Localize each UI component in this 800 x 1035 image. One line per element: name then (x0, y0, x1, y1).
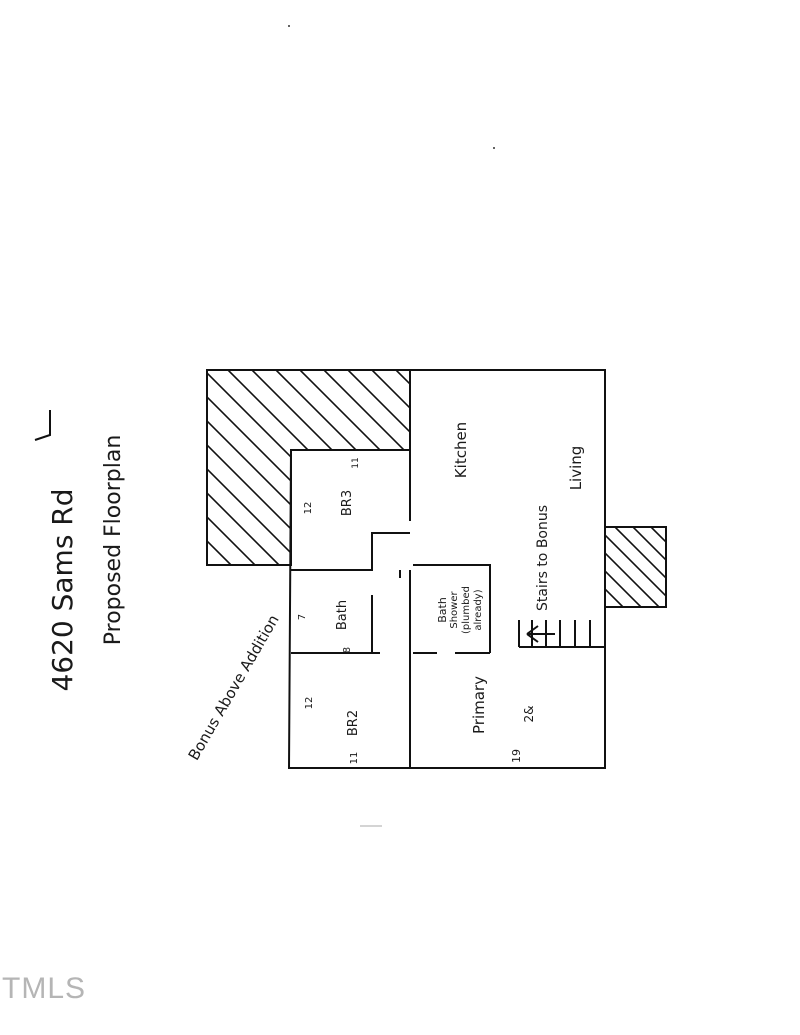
dim-bath-b: 8 (342, 647, 353, 653)
room-label-bath-primary-2: Shower (449, 590, 460, 628)
room-label-stairs: Stairs to Bonus (535, 505, 551, 611)
hatched-area-addition (207, 370, 410, 565)
hatch-line (371, 370, 410, 565)
dim-br3-a: 12 (303, 502, 314, 515)
address-title: 4620 Sams Rd (46, 488, 79, 691)
main-outline (287, 369, 606, 769)
hatch-line (207, 370, 280, 565)
tick-mark (34, 410, 51, 441)
room-label-br2: BR2 (346, 710, 361, 736)
room-label-kitchen: Kitchen (452, 422, 470, 478)
hatch-line (227, 370, 410, 565)
hatch-line (207, 370, 328, 565)
room-label-living: Living (567, 446, 585, 491)
hatched-area-chimney (605, 527, 666, 607)
dim-br2-b: 11 (349, 752, 360, 765)
room-label-primary: Primary (470, 676, 488, 734)
dim-primary-b: 2& (522, 706, 536, 723)
hatch-line (632, 527, 666, 562)
hatch-line (207, 370, 376, 565)
room-label-bath-primary-3: (plumbed (461, 586, 472, 634)
hatch-line (275, 370, 410, 565)
hatch-line (207, 370, 304, 565)
hatch-line (323, 370, 410, 565)
hatch-line (347, 370, 410, 565)
dim-primary-a: 19 (510, 749, 523, 763)
room-label-bath: Bath (335, 600, 350, 630)
watermark-logo: TMLS (2, 972, 87, 1005)
room-label-bath-primary-4: already) (473, 589, 484, 630)
hatch-line (207, 370, 400, 565)
dim-br2-a: 12 (304, 697, 315, 710)
subtitle: Proposed Floorplan (101, 435, 126, 646)
dim-bath-a: 7 (297, 614, 308, 620)
hatch-line (605, 551, 660, 607)
hatch-line (605, 533, 666, 598)
hatch-line (605, 587, 624, 607)
hatch-line (614, 527, 666, 580)
hatched-bump-outline (605, 526, 667, 608)
hatch-line (605, 569, 642, 607)
hatch-line (207, 370, 352, 565)
stairs-icon (518, 620, 591, 647)
hatched-area-outline (206, 369, 411, 566)
room-label-bath-primary-1: Bath (436, 597, 449, 623)
room-label-br3: BR3 (340, 490, 355, 516)
hatch-line (251, 370, 410, 565)
bonus-annotation: Bonus Above Addition (185, 612, 283, 764)
dim-br3-b: 11 (351, 457, 361, 468)
hatch-line (395, 370, 410, 565)
hatch-line (207, 370, 256, 565)
hatch-line (650, 527, 666, 544)
